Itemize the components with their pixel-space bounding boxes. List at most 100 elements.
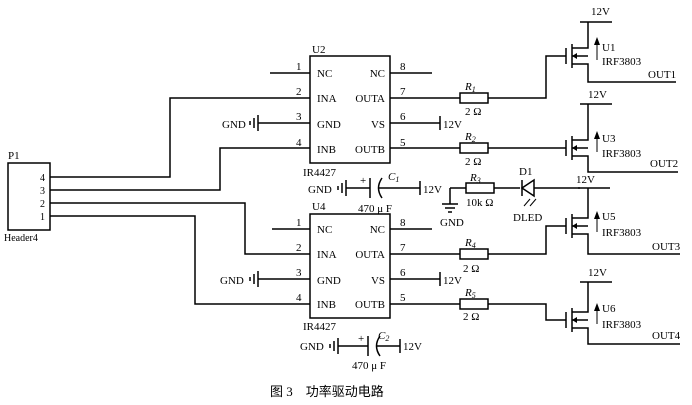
r5-value: 2 Ω [463, 311, 479, 323]
r4-ref: R4 [464, 237, 476, 250]
u2-pin-nc-left: NC [317, 68, 332, 80]
c2-vcc-label: 12V [403, 341, 422, 353]
u4-num-4: 4 [296, 292, 302, 304]
r1-ref: R1 [464, 81, 476, 94]
u4-pin-nc-right: NC [370, 224, 385, 236]
u4-vcc-label: 12V [443, 275, 462, 287]
u4-pin-nc-left: NC [317, 224, 332, 236]
driver-u4: U4 IR4427 NC INA GND INB NC OUTA VS OUTB… [220, 201, 462, 333]
header-ref: P1 [8, 150, 20, 162]
resistor-r4: R4 2 Ω [390, 225, 566, 275]
u2-num-1: 1 [296, 61, 302, 73]
u2-pin-nc-right: NC [370, 68, 385, 80]
header-pin-1: 1 [40, 212, 45, 223]
u1-ref: U1 [602, 42, 615, 54]
u5-vcc-label: 12V [576, 174, 595, 186]
u3-out: OUT2 [650, 158, 678, 170]
u4-gnd-label: GND [220, 275, 244, 287]
u2-num-2: 2 [296, 86, 302, 98]
u4-pin-gnd: GND [317, 275, 341, 287]
u4-num-5: 5 [400, 292, 406, 304]
u4-pin-ina: INA [317, 249, 337, 261]
u2-num-7: 7 [400, 86, 406, 98]
r5-ref: R5 [464, 287, 476, 300]
capacitor-c2: GND 12V + C2 470 μ F [300, 330, 422, 372]
u4-num-3: 3 [296, 267, 302, 279]
driver-u4-ref: U4 [312, 201, 326, 213]
u1-out: OUT1 [648, 69, 676, 81]
mosfet-u1: 12V U1 IRF3803 OUT1 [565, 6, 676, 83]
u2-num-4: 4 [296, 137, 302, 149]
header-pin-4: 4 [40, 173, 45, 184]
led-d1: D1 DLED [513, 166, 580, 224]
c1-gnd-label: GND [308, 184, 332, 196]
header-p1: P1 Header4 4 3 2 1 [4, 150, 51, 244]
header-pin-3: 3 [40, 186, 45, 197]
mosfet-u6: 12V U6 IRF3803 OUT4 [565, 267, 681, 345]
u1-vcc-label: 12V [591, 6, 610, 18]
u4-num-7: 7 [400, 242, 406, 254]
u6-part: IRF3803 [602, 319, 642, 331]
u6-out: OUT4 [652, 330, 681, 342]
u4-pin-outb: OUTB [355, 299, 385, 311]
u2-gnd-symbol [249, 115, 259, 131]
header-body [7, 162, 51, 231]
resistor-r5: R5 2 Ω [390, 287, 566, 323]
driver-u2-ref: U2 [312, 44, 325, 56]
u2-pin-inb: INB [317, 144, 336, 156]
u4-pin-outa: OUTA [355, 249, 385, 261]
resistor-r2: R2 2 Ω [390, 131, 566, 168]
driver-u4-part: IR4427 [303, 321, 337, 333]
driver-u2-part: IR4427 [303, 167, 337, 179]
driver-u2: U2 IR4427 NC INA GND INB NC OUTA VS OUTB… [222, 44, 462, 179]
u4-pin-vs: VS [371, 275, 385, 287]
u1-part: IRF3803 [602, 56, 642, 68]
c2-gnd-label: GND [300, 341, 324, 353]
u5-part: IRF3803 [602, 227, 642, 239]
r3-value: 10k Ω [466, 197, 493, 209]
u4-gnd-symbol [249, 271, 259, 287]
resistor-r3: GND R3 10k Ω [440, 172, 520, 229]
r3-ref: R3 [469, 172, 481, 185]
u3-ref: U3 [602, 133, 616, 145]
c1-polarity: + [360, 175, 366, 187]
mosfet-u5: 12V U5 IRF3803 OUT3 [565, 174, 681, 255]
u4-num-2: 2 [296, 242, 302, 254]
u2-num-3: 3 [296, 111, 302, 123]
mosfet-u3: 12V U3 IRF3803 OUT2 [565, 89, 678, 173]
led-ref: D1 [519, 166, 532, 178]
resistor-r1: R1 2 Ω [390, 55, 566, 118]
u2-pin-outa: OUTA [355, 93, 385, 105]
header-pin-2: 2 [40, 199, 45, 210]
u2-num-5: 5 [400, 137, 406, 149]
r2-ref: R2 [464, 131, 476, 144]
c1-ref: C1 [388, 171, 399, 184]
c1-vcc-label: 12V [423, 184, 442, 196]
r3-gnd-label: GND [440, 217, 464, 229]
driver-u2-body [309, 55, 391, 164]
u2-vcc-label: 12V [443, 119, 462, 131]
r1-value: 2 Ω [465, 106, 481, 118]
u4-num-8: 8 [400, 217, 406, 229]
u4-num-1: 1 [296, 217, 302, 229]
u5-out: OUT3 [652, 241, 681, 253]
r2-value: 2 Ω [465, 156, 481, 168]
u2-num-8: 8 [400, 61, 406, 73]
c1-value: 470 μ F [358, 203, 392, 215]
u3-part: IRF3803 [602, 148, 642, 160]
header-name: Header4 [4, 233, 38, 244]
c2-gnd-symbol [329, 338, 339, 354]
capacitor-c1: GND 12V + C1 470 μ F [308, 171, 442, 215]
u2-pin-outb: OUTB [355, 144, 385, 156]
c1-gnd-symbol [337, 180, 347, 196]
u2-pin-ina: INA [317, 93, 337, 105]
header-wires [50, 97, 310, 305]
c2-value: 470 μ F [352, 360, 386, 372]
figure-caption: 图 3 功率驱动电路 [270, 384, 384, 399]
r4-value: 2 Ω [463, 263, 479, 275]
u2-pin-vs: VS [371, 119, 385, 131]
u4-num-6: 6 [400, 267, 406, 279]
u5-ref: U5 [602, 211, 616, 223]
u2-num-6: 6 [400, 111, 406, 123]
